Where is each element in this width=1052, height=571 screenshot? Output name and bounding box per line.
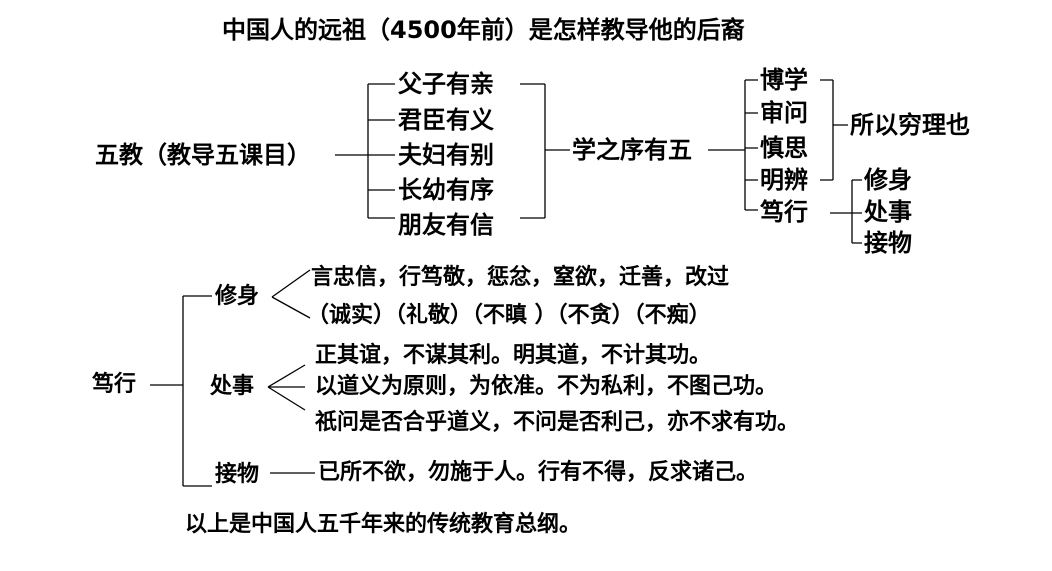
branch-label: 修身 bbox=[215, 284, 260, 309]
branch-line: 已所不欲，勿施于人。行有不得，反求诸己。 bbox=[318, 460, 759, 485]
branch-label: 处事 bbox=[210, 374, 255, 399]
branch-line: 以道义为原则，为依准。不为私利，不图己功。 bbox=[315, 374, 778, 399]
branch-line: 言忠信，行笃敬，惩忿，窒欲，迁善，改过 bbox=[311, 265, 730, 290]
connector bbox=[150, 295, 212, 487]
teaching-item: 长幼有序 bbox=[398, 176, 494, 204]
practice-item: 处事 bbox=[864, 198, 912, 226]
practice-item: 修身 bbox=[864, 166, 912, 194]
learning-item: 慎思 bbox=[760, 134, 808, 162]
teaching-item: 夫妇有别 bbox=[398, 141, 494, 169]
teaching-item: 君臣有义 bbox=[398, 106, 494, 134]
footer-summary: 以上是中国人五千年来的传统教育总纲。 bbox=[185, 512, 582, 537]
connector bbox=[708, 79, 758, 211]
diagram-title: 中国人的远祖（4500年前）是怎样教导他的后裔 bbox=[222, 16, 745, 44]
teaching-item: 父子有亲 bbox=[398, 70, 494, 98]
connector bbox=[820, 79, 848, 181]
teaching-item: 朋友有信 bbox=[398, 211, 494, 239]
branch-line: 祇问是否合乎道义，不问是否利己，亦不求有功。 bbox=[315, 410, 800, 435]
learning-item: 明辨 bbox=[760, 166, 808, 194]
connector bbox=[335, 83, 395, 219]
practice-item: 接物 bbox=[864, 229, 912, 257]
five-teachings-label: 五教（教导五课目） bbox=[95, 141, 311, 169]
connector bbox=[267, 364, 306, 411]
learning-order-label: 学之序有五 bbox=[572, 136, 692, 164]
learning-item: 笃行 bbox=[760, 198, 808, 226]
connector bbox=[520, 83, 570, 219]
connector bbox=[830, 179, 862, 244]
learning-item: 审问 bbox=[760, 99, 808, 127]
connector bbox=[271, 269, 311, 319]
purpose-label: 所以穷理也 bbox=[850, 111, 970, 139]
branch-line: 正其谊，不谋其利。明其道，不计其功。 bbox=[315, 343, 712, 368]
branch-label: 接物 bbox=[215, 462, 260, 487]
branch-line: （诚实）（礼敬）（不瞋 ）（不贪）（不痴） bbox=[307, 303, 711, 328]
practice-label: 笃行 bbox=[92, 372, 137, 397]
learning-item: 博学 bbox=[760, 66, 808, 94]
